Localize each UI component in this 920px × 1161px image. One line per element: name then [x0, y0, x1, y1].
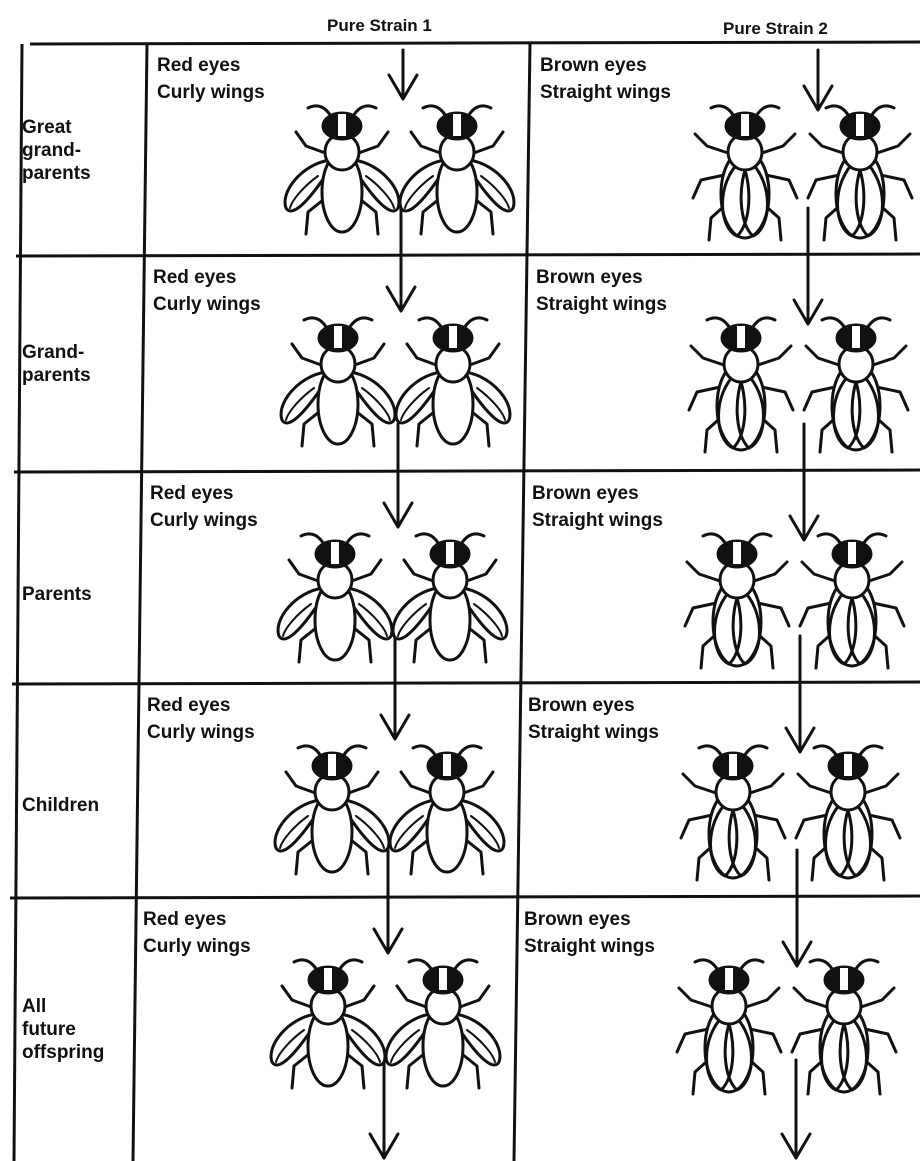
- generation-label-line: future: [22, 1018, 104, 1041]
- generation-label: Children: [22, 794, 99, 817]
- generation-label-line: Great: [22, 116, 91, 139]
- wing-trait: Curly wings: [147, 719, 255, 746]
- eye-trait: Red eyes: [150, 480, 258, 507]
- eye-trait: Red eyes: [157, 52, 265, 79]
- generation-label: Grand-parents: [22, 341, 91, 387]
- generation-label-line: All: [22, 995, 104, 1018]
- eye-trait: Red eyes: [147, 692, 255, 719]
- column-header-strain-2: Pure Strain 2: [723, 19, 828, 39]
- generation-label-line: Children: [22, 794, 99, 817]
- generation-label-line: Grand-: [22, 341, 91, 364]
- generation-label: Parents: [22, 583, 92, 606]
- generation-label-line: offspring: [22, 1041, 104, 1064]
- eye-trait: Red eyes: [143, 906, 251, 933]
- wing-trait: Straight wings: [540, 79, 671, 106]
- eye-trait: Brown eyes: [524, 906, 655, 933]
- wing-trait: Curly wings: [143, 933, 251, 960]
- eye-trait: Red eyes: [153, 264, 261, 291]
- wing-trait: Straight wings: [528, 719, 659, 746]
- generation-label-line: parents: [22, 364, 91, 387]
- generation-label-line: Parents: [22, 583, 92, 606]
- generation-label-line: grand-: [22, 139, 91, 162]
- eye-trait: Brown eyes: [532, 480, 663, 507]
- generation-label-line: parents: [22, 162, 91, 185]
- wing-trait: Straight wings: [536, 291, 667, 318]
- column-header-strain-1: Pure Strain 1: [327, 16, 432, 36]
- wing-trait: Straight wings: [524, 933, 655, 960]
- eye-trait: Brown eyes: [540, 52, 671, 79]
- eye-trait: Brown eyes: [528, 692, 659, 719]
- wing-trait: Curly wings: [153, 291, 261, 318]
- eye-trait: Brown eyes: [536, 264, 667, 291]
- wing-trait: Curly wings: [157, 79, 265, 106]
- wing-trait: Curly wings: [150, 507, 258, 534]
- wing-trait: Straight wings: [532, 507, 663, 534]
